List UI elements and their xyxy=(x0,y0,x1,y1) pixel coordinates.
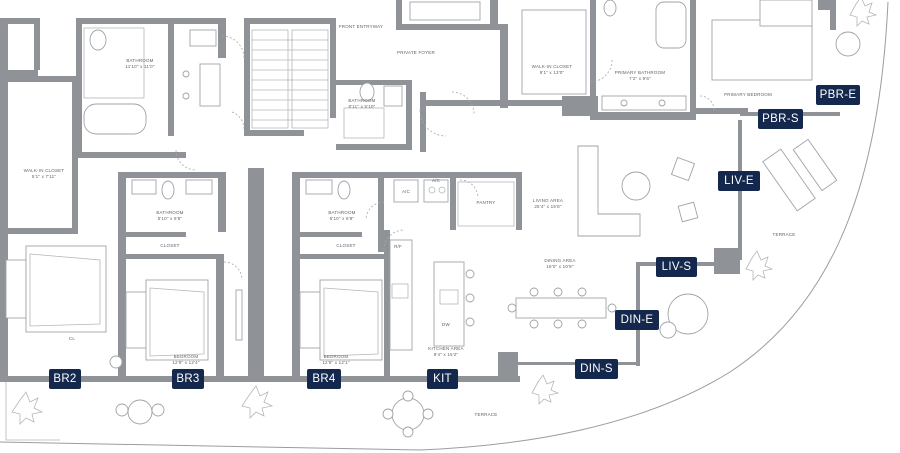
badge-liv-s[interactable]: LIV-S xyxy=(656,257,697,277)
badge-liv-e[interactable]: LIV-E xyxy=(718,171,760,191)
fixtures xyxy=(5,0,861,438)
badge-br2[interactable]: BR2 xyxy=(49,369,81,389)
label-primary-bathroom: PRIMARY BATHROOM xyxy=(615,70,666,75)
label-closet-br4: CLOSET xyxy=(336,243,355,248)
label-cl: CL xyxy=(69,336,75,341)
label-front-entryway: FRONT ENTRYWAY xyxy=(339,24,383,29)
label-bathroom-br4: BATHROOM xyxy=(328,210,355,215)
label-terrace-right: TERRACE xyxy=(773,232,796,237)
label-bedroom-br3: BEDROOM xyxy=(174,354,199,359)
label-kitchen-dim: 8'4" x 15'2" xyxy=(434,352,459,357)
label-closet-br3: CLOSET xyxy=(160,243,179,248)
label-dw: DW xyxy=(442,322,450,327)
label-dining-area: DINING AREA xyxy=(544,258,575,263)
label-rf: R/F xyxy=(394,244,402,249)
plants xyxy=(11,0,878,425)
label-walk-in-closet-right: WALK-IN CLOSET xyxy=(532,64,573,69)
label-private-foyer: PRIVATE FOYER xyxy=(397,50,435,55)
label-bathroom-br4-dim: 5'10" x 8'8" xyxy=(330,216,355,221)
label-ac-1: A/C xyxy=(402,189,411,194)
label-walk-in-closet-left-dim: 5'1" x 7'11" xyxy=(32,174,56,179)
label-primary-bathroom-dim: 7'2" x 9'6" xyxy=(629,76,651,81)
label-bathroom-br3: BATHROOM xyxy=(156,210,183,215)
label-bathroom-top: BATHROOM xyxy=(126,58,153,63)
label-pantry: PANTRY xyxy=(476,200,495,205)
terrace-edge-left xyxy=(5,380,60,441)
label-bedroom-br3-dim: 12'8" x 12'4" xyxy=(172,360,199,365)
badge-pbr-s[interactable]: PBR-S xyxy=(758,109,803,129)
label-dining-area-dim: 18'0" x 10'8" xyxy=(546,264,573,269)
label-walk-in-closet-left: WALK-IN CLOSET xyxy=(24,168,65,173)
label-living-area-dim: 25'4" x 15'8" xyxy=(534,204,561,209)
label-primary-bedroom: PRIMARY BEDROOM xyxy=(724,92,772,97)
label-bathroom-br3-dim: 5'10" x 8'8" xyxy=(158,216,183,221)
label-walk-in-closet-right-dim: 9'1" x 13'0" xyxy=(540,70,565,75)
label-living-area: LIVING AREA xyxy=(533,198,563,203)
badge-br3[interactable]: BR3 xyxy=(172,369,204,389)
badge-br4[interactable]: BR4 xyxy=(307,369,341,389)
label-bathroom-mid: BATHROOM xyxy=(348,98,375,103)
label-ac-2: A/C xyxy=(432,178,441,183)
terrace-edge-bottom xyxy=(0,441,421,451)
label-bedroom-br4-dim: 12'8" x 12'1" xyxy=(322,360,349,365)
label-bedroom-br4: BEDROOM xyxy=(324,354,349,359)
badge-din-s[interactable]: DIN-S xyxy=(575,359,618,379)
terrace-curve xyxy=(419,1,889,451)
label-bathroom-top-dim: 11'10" x 11'0" xyxy=(125,64,155,69)
label-kitchen: KITCHEN AREA xyxy=(428,346,463,351)
doors xyxy=(175,35,715,281)
badge-din-e[interactable]: DIN-E xyxy=(615,310,659,330)
label-bathroom-mid-dim: 8'11" x 5'10" xyxy=(349,104,376,109)
badge-kit[interactable]: KIT xyxy=(427,369,458,389)
badge-pbr-e[interactable]: PBR-E xyxy=(816,85,860,105)
room-labels: FRONT ENTRYWAY PRIVATE FOYER BATHROOM 11… xyxy=(24,24,796,417)
label-terrace-bottom: TERRACE xyxy=(475,412,498,417)
